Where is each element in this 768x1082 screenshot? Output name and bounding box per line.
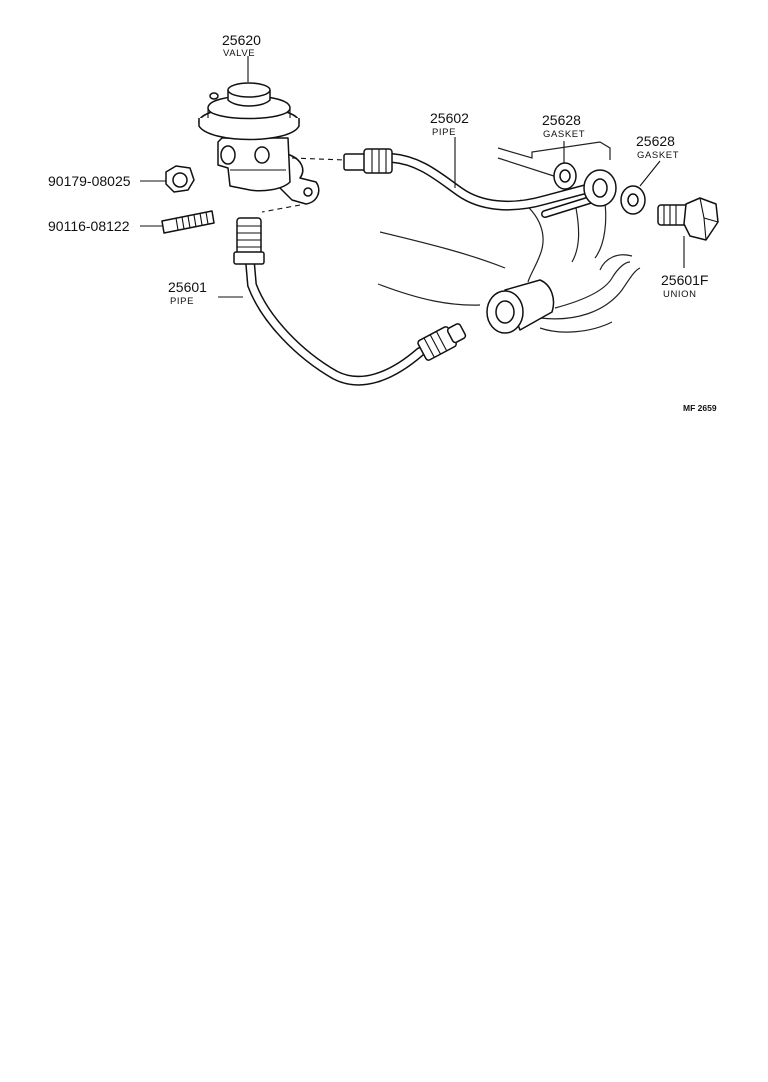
- egr-valve: [198, 82, 320, 205]
- label-pipe-25602-name: PIPE: [432, 127, 456, 138]
- label-gasket-right-name: GASKET: [637, 150, 679, 161]
- gasket-left: [553, 162, 577, 190]
- engine-outline: [377, 141, 641, 333]
- union-bolt: [657, 197, 719, 241]
- alignment-line-upper: [291, 157, 346, 161]
- label-stud-number: 90116-08122: [48, 218, 130, 234]
- label-pipe-25601-name: PIPE: [170, 296, 194, 307]
- label-valve-number: 25620: [222, 32, 261, 48]
- label-pipe-25602-number: 25602: [430, 110, 469, 126]
- pipe-25602: [343, 148, 617, 218]
- stud: [161, 210, 215, 234]
- label-union-name: UNION: [663, 289, 697, 300]
- label-gasket-left-name: GASKET: [543, 129, 585, 140]
- label-nut-number: 90179-08025: [48, 173, 131, 189]
- nut: [165, 165, 195, 193]
- leader-gasket-right: [639, 160, 661, 187]
- label-gasket-right-number: 25628: [636, 133, 675, 149]
- alignment-line-lower: [261, 204, 301, 213]
- label-gasket-left-number: 25628: [542, 112, 581, 128]
- figure-code: MF 2659: [683, 403, 717, 413]
- pipe-25601: [233, 217, 467, 386]
- gasket-right: [620, 185, 646, 215]
- label-valve-name: VALVE: [223, 48, 255, 59]
- manifold-port: [486, 279, 555, 334]
- label-pipe-25601-number: 25601: [168, 279, 207, 295]
- label-union-number: 25601F: [661, 272, 708, 288]
